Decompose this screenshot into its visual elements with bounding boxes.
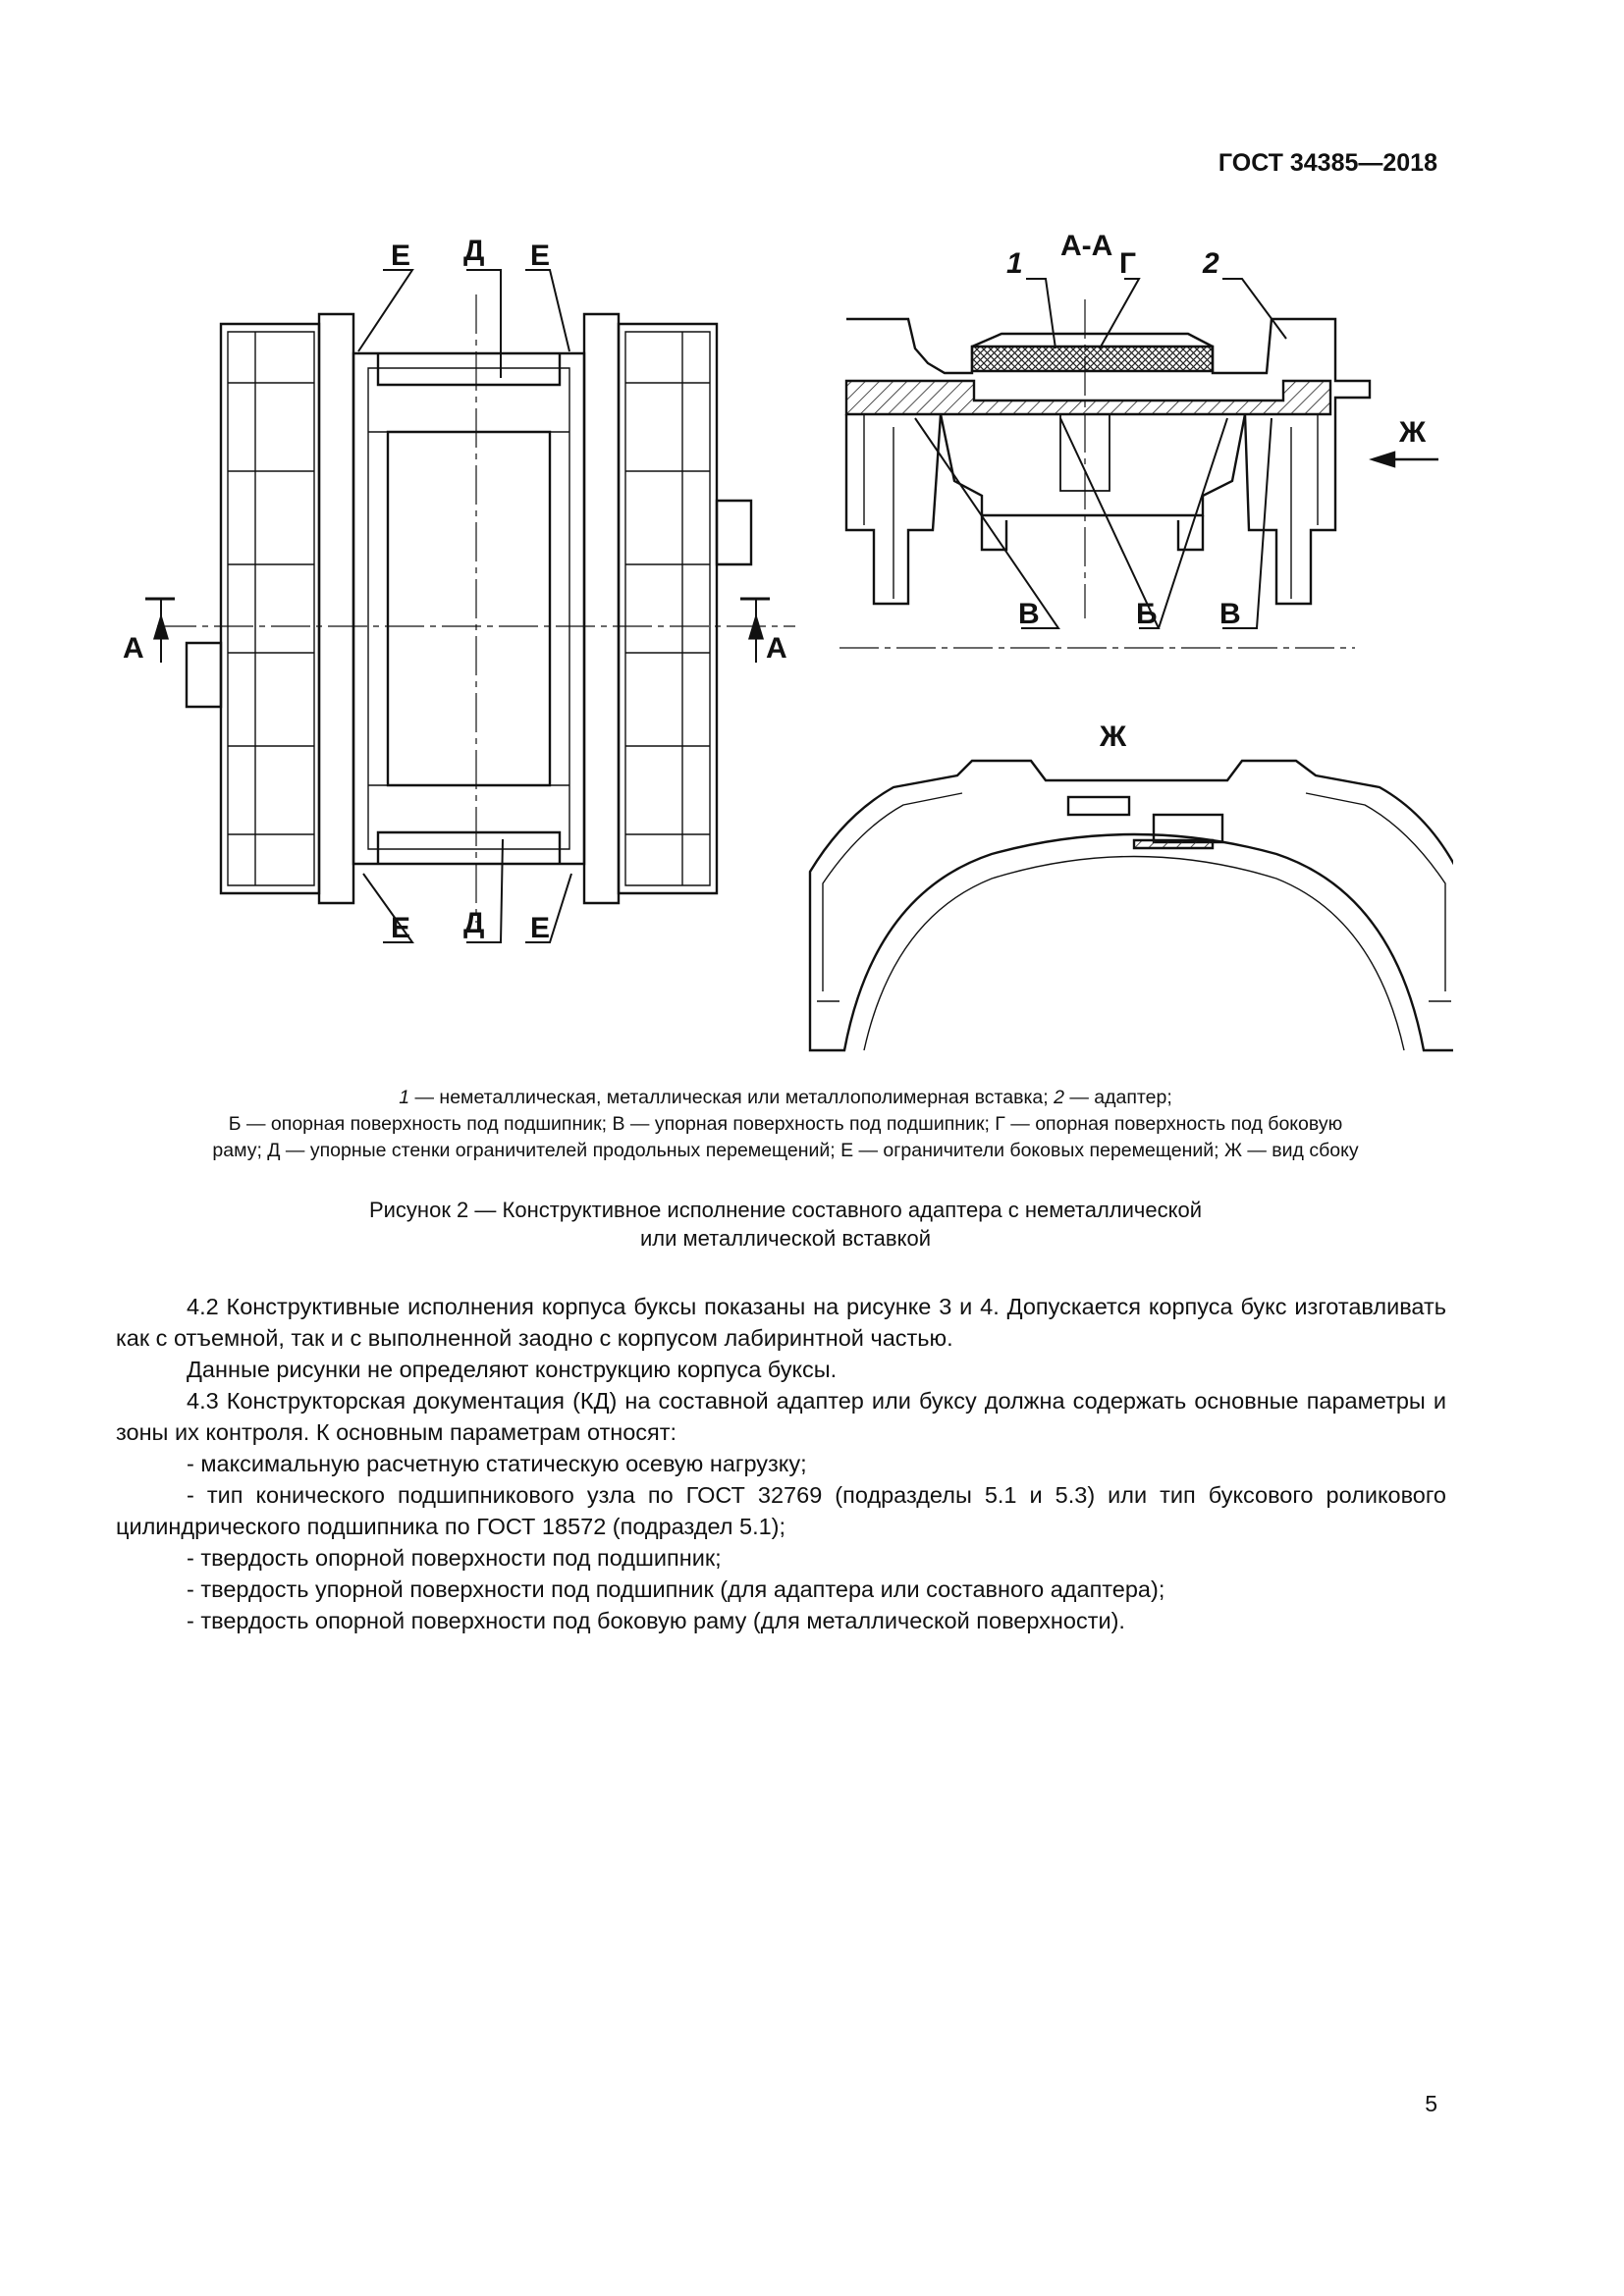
document-header: ГОСТ 34385—2018 [1218,149,1437,177]
figure-title: Рисунок 2 — Конструктивное исполнение со… [108,1196,1463,1253]
list-item: - тип конического подшипникового узла по… [116,1482,1446,1539]
label-a-right: А [766,632,787,665]
adapter-drawing: Е Д Е Е Д Е А А А-А [123,230,1453,1052]
label-v-right: В [1219,598,1241,630]
plan-view [185,312,753,905]
label-e-top-right: Е [530,240,550,272]
body-text: 4.2 Конструктивные исполнения корпуса бу… [116,1291,1446,1636]
label-2: 2 [1202,247,1219,280]
page-number: 5 [1425,2091,1437,2116]
label-v-left: В [1018,598,1040,630]
side-view-title: Ж [1099,721,1127,753]
list-item: - твердость опорной поверхности под боко… [187,1608,1125,1633]
legend-num-1: 1 [399,1087,410,1108]
label-g: Г [1119,247,1136,280]
legend-text-1: — неметаллическая, металлическая или мет… [409,1087,1055,1108]
paragraph-4-2: 4.2 Конструктивные исполнения корпуса бу… [116,1294,1446,1351]
figure-title-line-2: или металлической вставкой [640,1226,931,1251]
side-view: Ж [808,721,1453,1052]
legend-num-2: 2 [1054,1087,1064,1108]
list-item: - твердость упорной поверхности под подш… [187,1576,1165,1602]
label-b: Б [1136,598,1158,630]
section-title: А-А [1060,230,1112,262]
label-e-top-left: Е [391,240,410,272]
label-e-bottom-right: Е [530,912,550,944]
label-zh-arrow: Ж [1398,416,1427,449]
legend-line-1: 1 — неметаллическая, металлическая или м… [108,1085,1463,1111]
label-1: 1 [1006,247,1023,280]
paragraph-note: Данные рисунки не определяют конструкцию… [187,1357,838,1382]
label-d-top: Д [463,235,484,267]
list-item: - максимальную расчетную статическую осе… [187,1451,807,1476]
legend: 1 — неметаллическая, металлическая или м… [108,1085,1463,1164]
legend-text-2: — адаптер; [1063,1087,1172,1108]
section-view: А-А [839,230,1438,649]
paragraph-4-3: 4.3 Конструкторская документация (КД) на… [116,1388,1446,1445]
legend-line-2: Б — опорная поверхность под подшипник; В… [228,1113,1343,1135]
label-a-left: А [123,632,144,665]
list-item: - твердость опорной поверхности под подш… [187,1545,722,1571]
legend-line-3: раму; Д — упорные стенки ограничителей п… [212,1140,1359,1161]
label-e-bottom-left: Е [391,912,410,944]
figure-title-line-1: Рисунок 2 — Конструктивное исполнение со… [368,1198,1203,1222]
label-d-bottom: Д [463,907,484,939]
